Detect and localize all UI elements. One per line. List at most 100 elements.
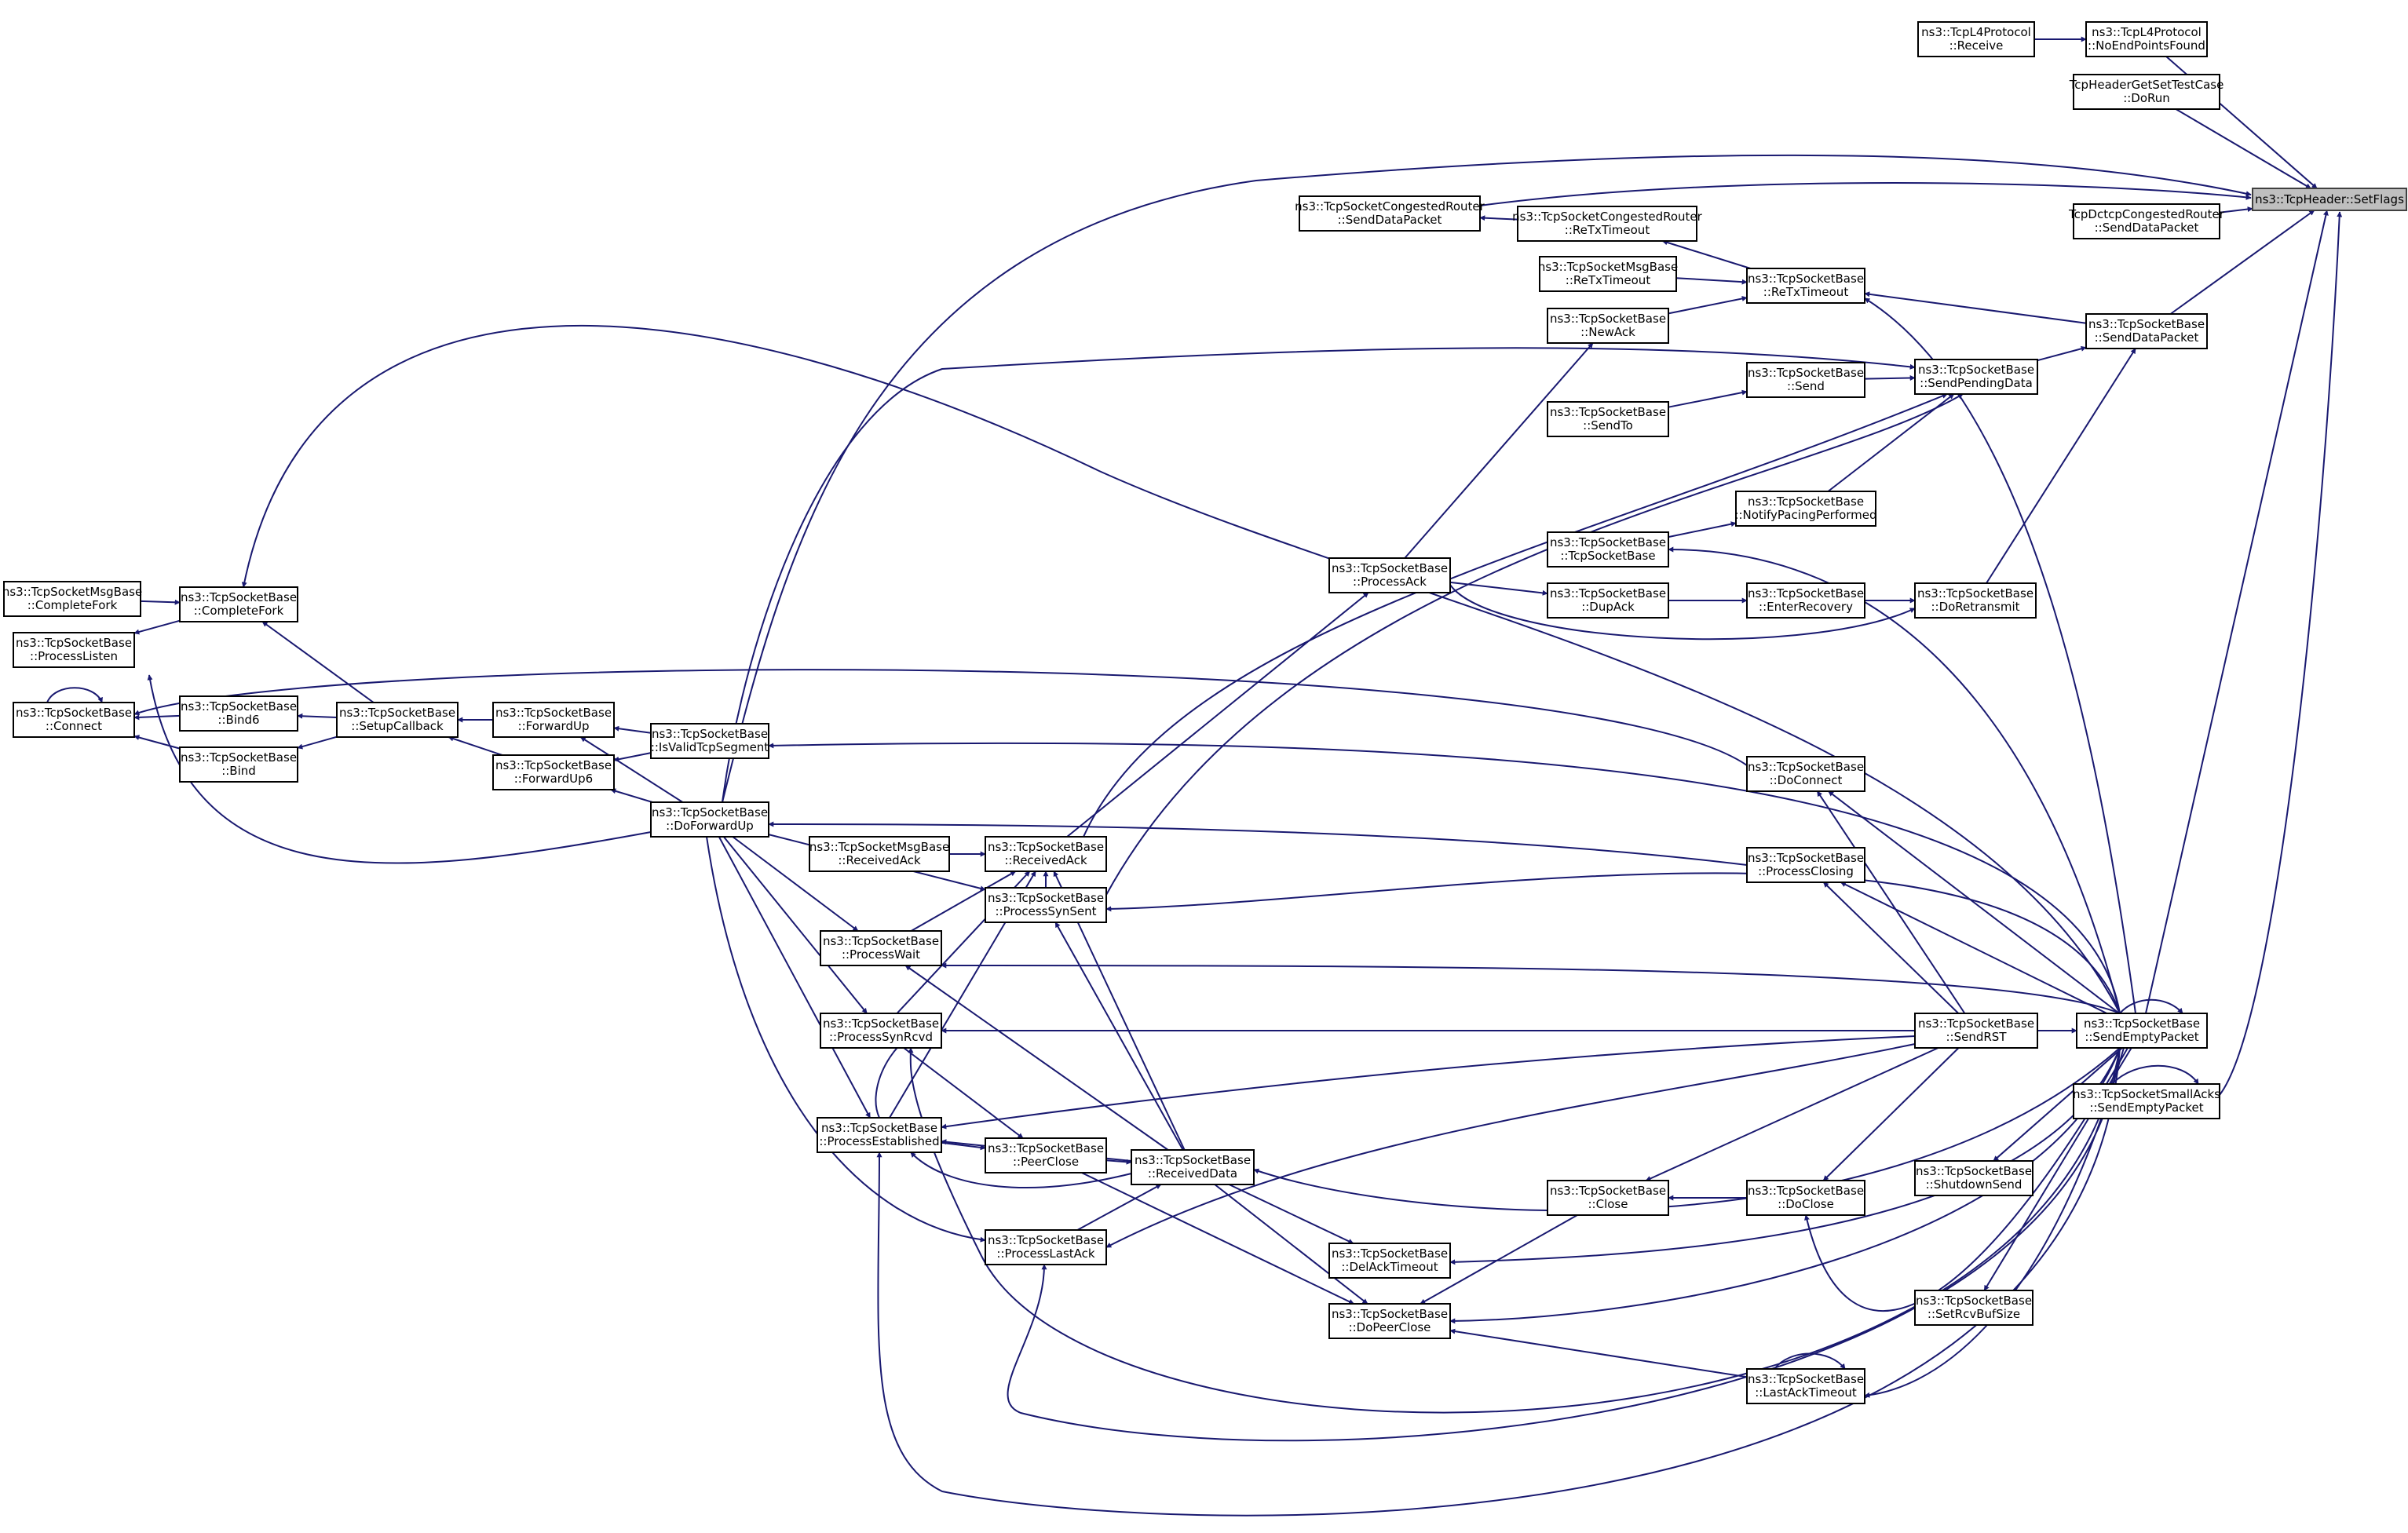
edge-close-to-dopeerclose — [1420, 1214, 1578, 1305]
edge-doforwardup-to-setflags — [722, 154, 2252, 803]
node-label-line1: ns3::TcpSocketBase — [1550, 312, 1666, 326]
node-processwait[interactable]: ns3::TcpSocketBase::ProcessWait — [820, 930, 942, 966]
edge-processack-to-dupack — [1449, 581, 1548, 596]
node-label-line2: ::ProcessListen — [30, 649, 118, 663]
node-label-line1: ns3::TcpSocketBase — [1917, 586, 2033, 600]
node-box — [985, 1229, 1107, 1265]
node-box — [492, 702, 615, 738]
node-doretransmit[interactable]: ns3::TcpSocketBase::DoRetransmit — [1914, 582, 2037, 619]
node-lastacktimeout[interactable]: ns3::TcpSocketBase::LastAckTimeout — [1746, 1368, 1865, 1404]
node-label-line1: ns3::TcpSocketBase — [821, 1121, 937, 1135]
node-hdr-testcase[interactable]: TcpHeaderGetSetTestCase::DoRun — [2069, 74, 2224, 110]
node-dupack[interactable]: ns3::TcpSocketBase::DupAck — [1547, 582, 1669, 619]
node-newack[interactable]: ns3::TcpSocketBase::NewAck — [1547, 308, 1669, 344]
node-connect[interactable]: ns3::TcpSocketBase::Connect — [13, 702, 135, 738]
node-box — [1917, 21, 2035, 57]
node-label-line1: ns3::TcpSocketBase — [1748, 760, 1864, 774]
node-cong-retx[interactable]: ns3::TcpSocketCongestedRouter::ReTxTimeo… — [1512, 206, 1703, 242]
node-box — [1328, 1303, 1451, 1339]
node-dctcp-senddata[interactable]: TcpDctcpCongestedRouter::SendDataPacket — [2068, 203, 2225, 239]
node-box — [1547, 1180, 1669, 1216]
node-label-line2: ::CompleteFork — [27, 598, 118, 612]
node-doforwardup[interactable]: ns3::TcpSocketBase::DoForwardUp — [650, 801, 769, 838]
edge-sendpending-to-senddatapacket — [2037, 345, 2087, 362]
node-completefork[interactable]: ns3::TcpSocketBase::CompleteFork — [179, 586, 298, 622]
edge-processclosing-to-doforwardup — [768, 821, 1748, 866]
node-label-line2: ::SendPendingData — [1920, 376, 2033, 390]
node-smallacks-empty[interactable]: ns3::TcpSocketSmallAcks::SendEmptyPacket — [2073, 1083, 2220, 1119]
node-peerclose[interactable]: ns3::TcpSocketBase::PeerClose — [985, 1137, 1107, 1173]
node-receiveddata[interactable]: ns3::TcpSocketBase::ReceivedData — [1131, 1149, 1255, 1185]
edge-sendempty-to-setflags — [2145, 210, 2329, 1014]
edge-processwait-to-receivedack — [911, 871, 1017, 932]
node-label-line2: ::DoRetransmit — [1931, 600, 2019, 614]
node-processack[interactable]: ns3::TcpSocketBase::ProcessAck — [1328, 557, 1451, 593]
node-close[interactable]: ns3::TcpSocketBase::Close — [1547, 1180, 1669, 1216]
node-setupcallback[interactable]: ns3::TcpSocketBase::SetupCallback — [336, 702, 459, 738]
node-box — [1328, 557, 1451, 593]
node-processsynrcvd[interactable]: ns3::TcpSocketBase::ProcessSynRcvd — [820, 1013, 942, 1049]
node-processsynsent[interactable]: ns3::TcpSocketBase::ProcessSynSent — [985, 887, 1107, 923]
edge-cong_senddata-to-setflags — [1479, 182, 2252, 206]
node-retx[interactable]: ns3::TcpSocketBase::ReTxTimeout — [1746, 268, 1865, 304]
node-forwardup6[interactable]: ns3::TcpSocketBase::ForwardUp6 — [492, 754, 615, 790]
node-senddatapacket[interactable]: ns3::TcpSocketBase::SendDataPacket — [2085, 313, 2208, 349]
node-l4-noendpoints[interactable]: ns3::TcpL4Protocol::NoEndPointsFound — [2085, 21, 2208, 57]
node-l4-receive[interactable]: ns3::TcpL4Protocol::Receive — [1917, 21, 2035, 57]
node-processlastack[interactable]: ns3::TcpSocketBase::ProcessLastAck — [985, 1229, 1107, 1265]
node-setrcvbufsize[interactable]: ns3::TcpSocketBase::SetRcvBufSize — [1914, 1290, 2033, 1326]
edge-sendempty-to-processclosing — [1840, 881, 2107, 1014]
node-label-line2: ::TcpSocketBase — [1560, 549, 1655, 563]
edge-processsynsent-to-sendpending — [1105, 393, 1964, 896]
edge-newack-to-retx — [1668, 296, 1748, 315]
node-sendrst[interactable]: ns3::TcpSocketBase::SendRST — [1914, 1013, 2038, 1049]
node-forwardup[interactable]: ns3::TcpSocketBase::ForwardUp — [492, 702, 615, 738]
node-ctor[interactable]: ns3::TcpSocketBase::TcpSocketBase — [1547, 531, 1669, 568]
edge-sendto-to-send — [1668, 389, 1748, 408]
edge-sendempty-to-processwait — [941, 962, 2121, 1014]
node-label-line1: ns3::TcpSocketBase — [1916, 1164, 2032, 1178]
node-setflags[interactable]: ns3::TcpHeader::SetFlags — [2252, 188, 2407, 211]
node-box — [179, 586, 298, 622]
node-send[interactable]: ns3::TcpSocketBase::Send — [1746, 362, 1865, 398]
node-label-line2: ::Close — [1588, 1197, 1628, 1211]
node-bind[interactable]: ns3::TcpSocketBase::Bind — [179, 746, 298, 783]
node-shutdownsend[interactable]: ns3::TcpSocketBase::ShutdownSend — [1914, 1160, 2033, 1196]
node-label-line1: ns3::TcpSocketMsgBase — [2, 585, 142, 599]
node-processclosing[interactable]: ns3::TcpSocketBase::ProcessClosing — [1746, 847, 1865, 883]
node-cong-senddata[interactable]: ns3::TcpSocketCongestedRouter::SendDataP… — [1295, 195, 1485, 232]
node-dopeerclose[interactable]: ns3::TcpSocketBase::DoPeerClose — [1328, 1303, 1451, 1339]
node-msg-completefork[interactable]: ns3::TcpSocketMsgBase::CompleteFork — [2, 581, 142, 617]
node-bind6[interactable]: ns3::TcpSocketBase::Bind6 — [179, 695, 298, 732]
edge-processest-to-peerclose — [941, 1141, 986, 1151]
node-notifypacing[interactable]: ns3::TcpSocketBase::NotifyPacingPerforme… — [1734, 491, 1877, 527]
node-isvalid[interactable]: ns3::TcpSocketBase::IsValidTcpSegment — [650, 723, 769, 759]
node-label-line1: ns3::TcpSocketBase — [1332, 561, 1448, 575]
edge-sendrst-to-processest — [941, 1035, 1916, 1130]
edge-sendempty-to-completefork — [241, 324, 2121, 1014]
node-msg-receivedack[interactable]: ns3::TcpSocketMsgBase::ReceivedAck — [809, 836, 950, 872]
node-processest[interactable]: ns3::TcpSocketBase::ProcessEstablished — [817, 1117, 942, 1153]
edge-msg_completefork-to-completefork — [140, 599, 181, 605]
node-doclose[interactable]: ns3::TcpSocketBase::DoClose — [1746, 1180, 1865, 1216]
node-box — [1746, 268, 1865, 304]
node-sendempty[interactable]: ns3::TcpSocketBase::SendEmptyPacket — [2076, 1013, 2208, 1049]
node-label-line1: ns3::TcpSocketBase — [1748, 586, 1864, 600]
node-label-line2: ::ProcessWait — [842, 947, 920, 962]
node-receivedack[interactable]: ns3::TcpSocketBase::ReceivedAck — [985, 836, 1107, 872]
node-box — [1914, 1013, 2038, 1049]
function-nodes: ns3::TcpHeader::SetFlags ns3::TcpL4Protoc… — [2, 21, 2407, 1404]
node-delacktimeout[interactable]: ns3::TcpSocketBase::DelAckTimeout — [1328, 1243, 1451, 1279]
node-msg-retx[interactable]: ns3::TcpSocketMsgBase::ReTxTimeout — [1538, 256, 1678, 292]
node-sendpending[interactable]: ns3::TcpSocketBase::SendPendingData — [1914, 359, 2038, 395]
node-label-line2: ::DoRun — [2123, 91, 2170, 105]
node-label-line1: ns3::TcpSocketBase — [1918, 1017, 2034, 1031]
edge-forwardup6-to-setupcallback — [448, 735, 503, 756]
node-label-line1: ns3::TcpSocketBase — [1332, 1246, 1448, 1261]
node-label-line2: ::ReTxTimeout — [1763, 285, 1849, 299]
node-docconnect[interactable]: ns3::TcpSocketBase::DoConnect — [1746, 756, 1865, 792]
node-processlisten[interactable]: ns3::TcpSocketBase::ProcessListen — [13, 632, 135, 668]
node-box — [2252, 188, 2407, 211]
node-enterrecovery[interactable]: ns3::TcpSocketBase::EnterRecovery — [1746, 582, 1865, 619]
node-sendto[interactable]: ns3::TcpSocketBase::SendTo — [1547, 401, 1669, 437]
